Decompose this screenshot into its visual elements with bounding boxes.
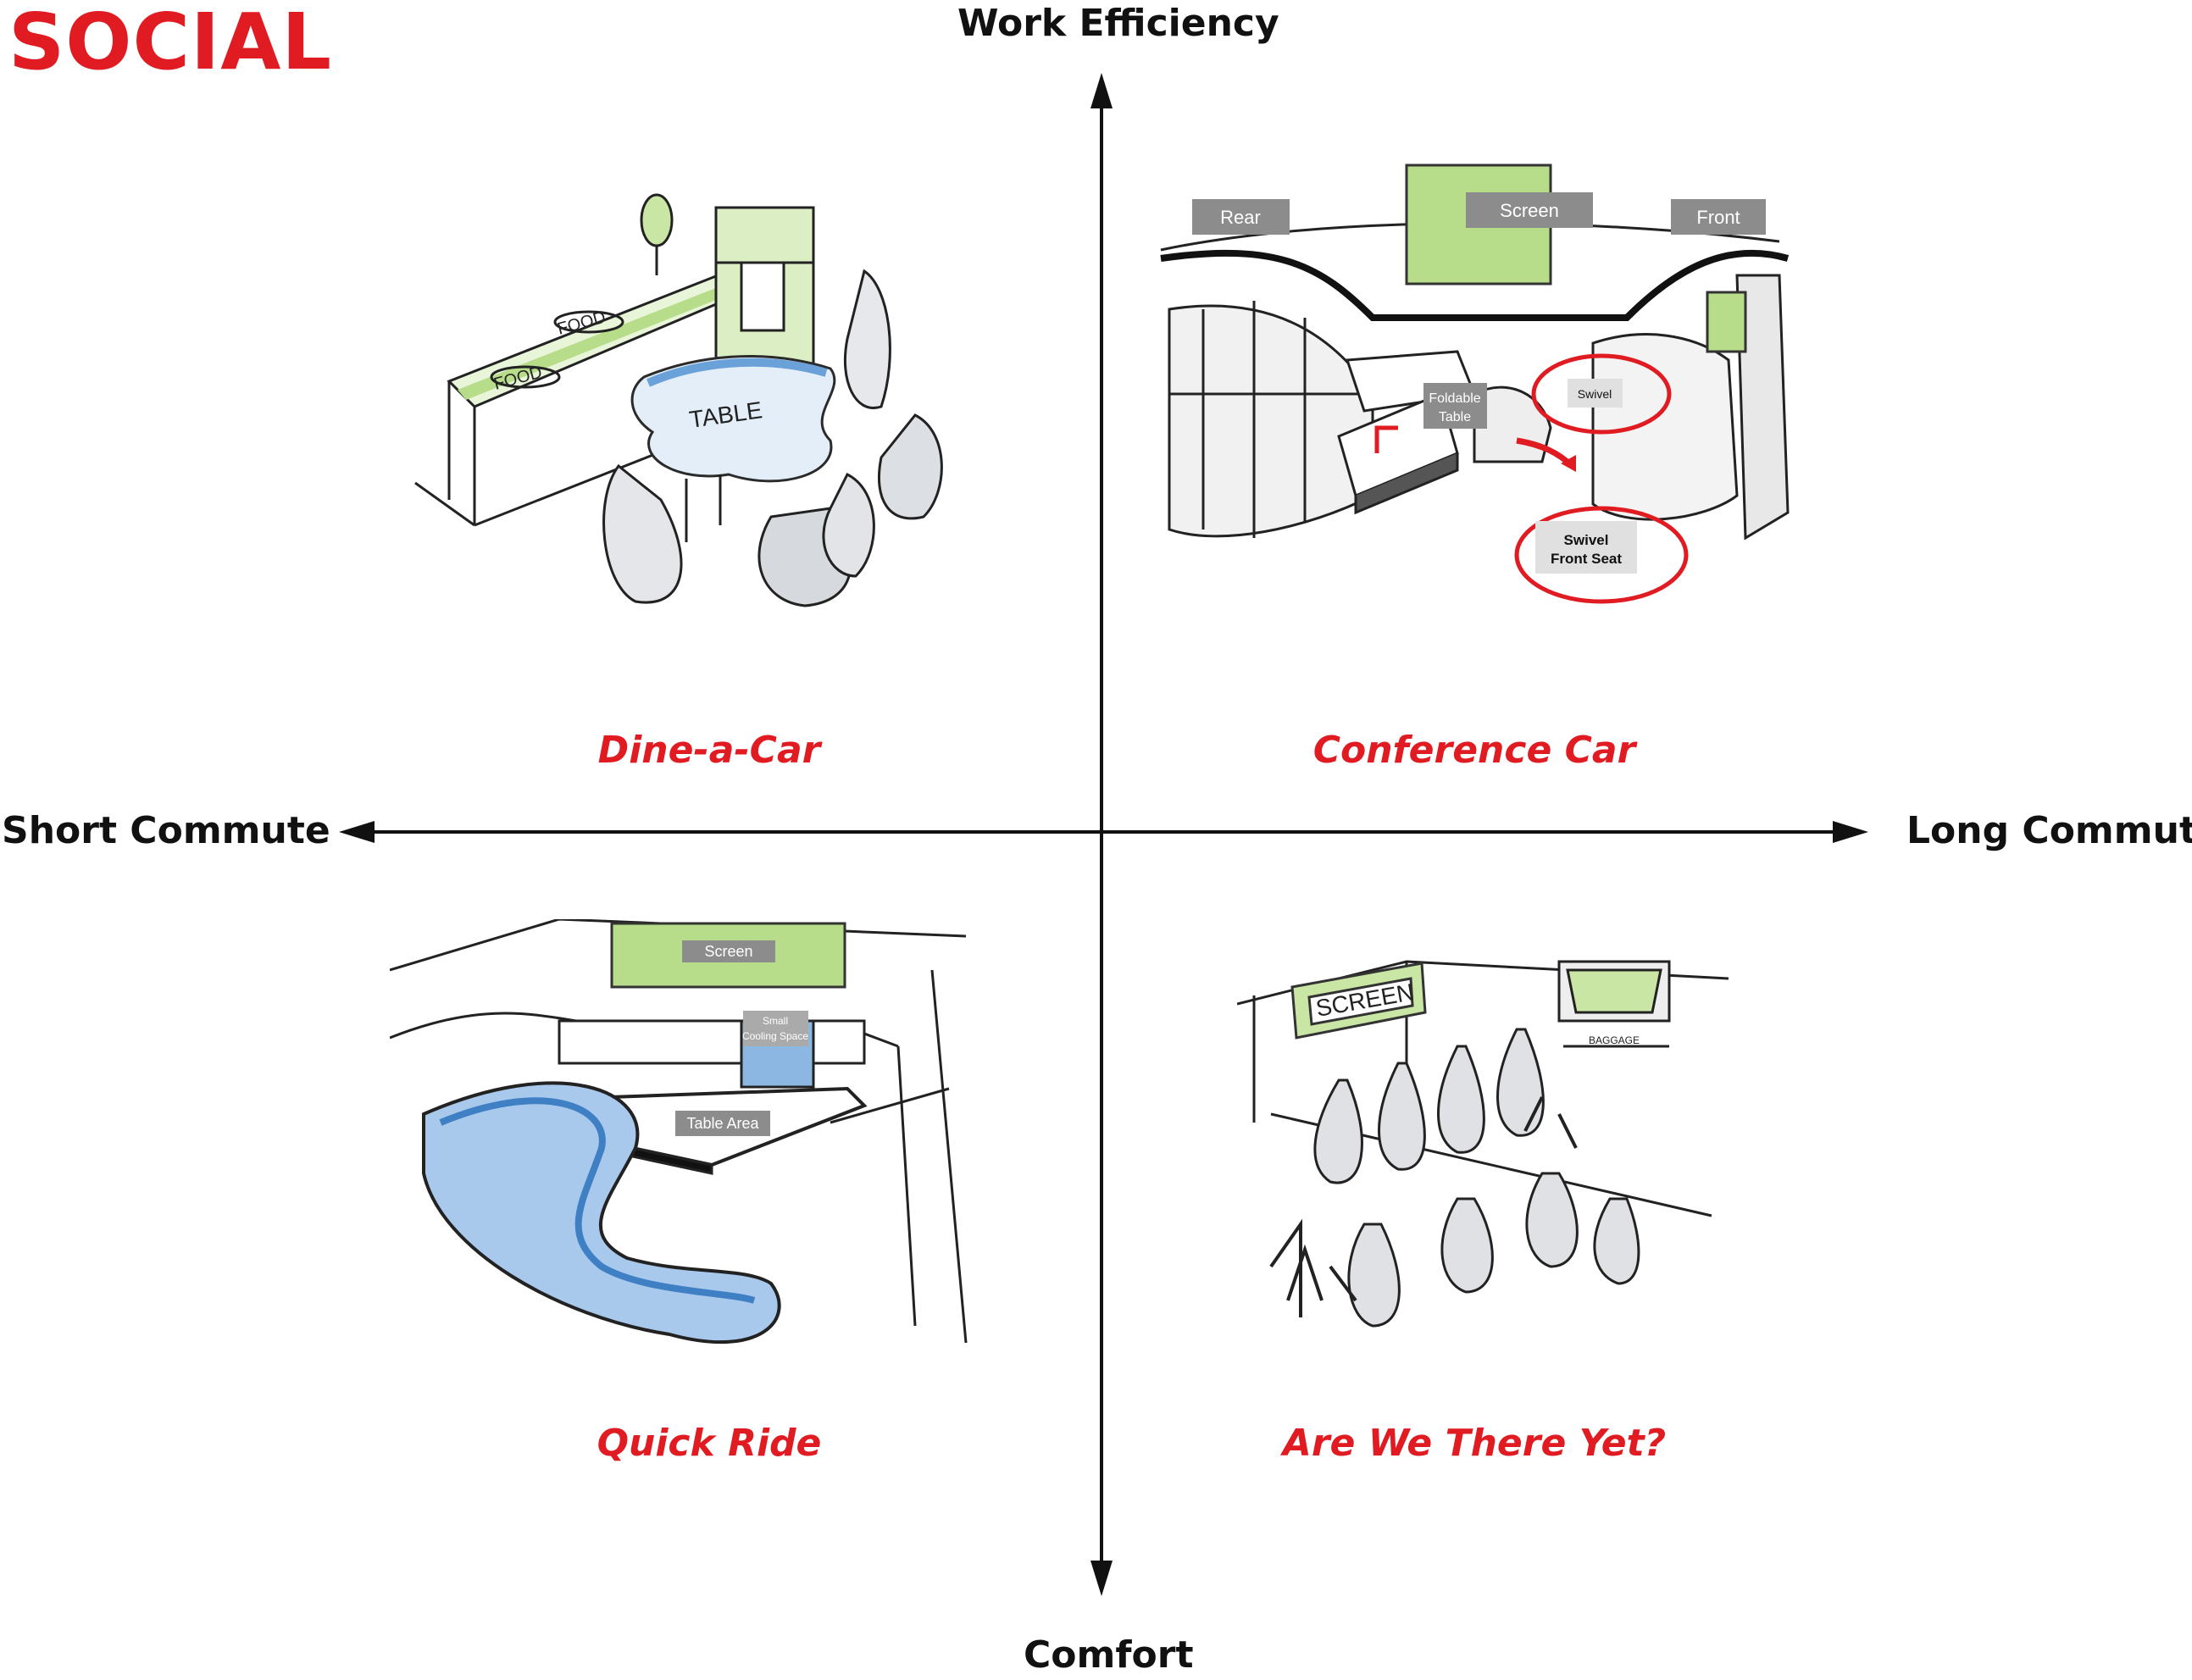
- quadrant-label-dine-a-car: Dine-a-Car: [597, 729, 821, 772]
- cooling-space-tag: Cooling Space: [742, 1030, 808, 1042]
- arrow-down-icon: [1090, 1561, 1113, 1596]
- baggage-label: BAGGAGE: [1589, 1034, 1640, 1046]
- screen-tag: Screen: [704, 943, 752, 960]
- swivel-tag: Swivel: [1578, 387, 1612, 401]
- quick-ride-sketch: Screen Small Cooling Space Table Area: [390, 919, 968, 1345]
- quadrant-label-are-we-there-yet: Are We There Yet?: [1282, 1422, 1667, 1465]
- small-tag: Small: [763, 1015, 788, 1027]
- table-area-tag: Table Area: [686, 1115, 759, 1132]
- axis-label-top: Work Efficiency: [957, 2, 1279, 45]
- arrow-up-icon: [1090, 73, 1113, 108]
- front-tag: Front: [1696, 207, 1740, 228]
- quadrant-label-conference-car: Conference Car: [1312, 729, 1636, 772]
- swivel-front-tag-2: Front Seat: [1551, 551, 1622, 567]
- axis-label-bottom: Comfort: [1024, 1633, 1194, 1677]
- quadrant-label-quick-ride: Quick Ride: [597, 1422, 822, 1465]
- conference-car-sketch: Rear Screen Front Foldable Table Swivel …: [1160, 164, 1790, 604]
- axis-label-left: Short Commute: [2, 809, 330, 852]
- axis-label-right: Long Commute: [1906, 809, 2192, 852]
- arrow-left-icon: [339, 821, 375, 843]
- page-title: SOCIAL: [8, 0, 333, 87]
- arrow-right-icon: [1833, 821, 1868, 843]
- screen-tag: Screen: [1500, 200, 1559, 221]
- swivel-front-tag-1: Swivel: [1564, 532, 1609, 548]
- rear-tag: Rear: [1220, 207, 1261, 228]
- are-we-there-yet-sketch: SCREEN BAGGAGE: [1237, 960, 1729, 1328]
- table-tag: Table: [1439, 410, 1471, 424]
- foldable-tag: Foldable: [1429, 391, 1480, 406]
- dine-a-car-sketch: FOOD FOOD TABLE: [414, 193, 943, 607]
